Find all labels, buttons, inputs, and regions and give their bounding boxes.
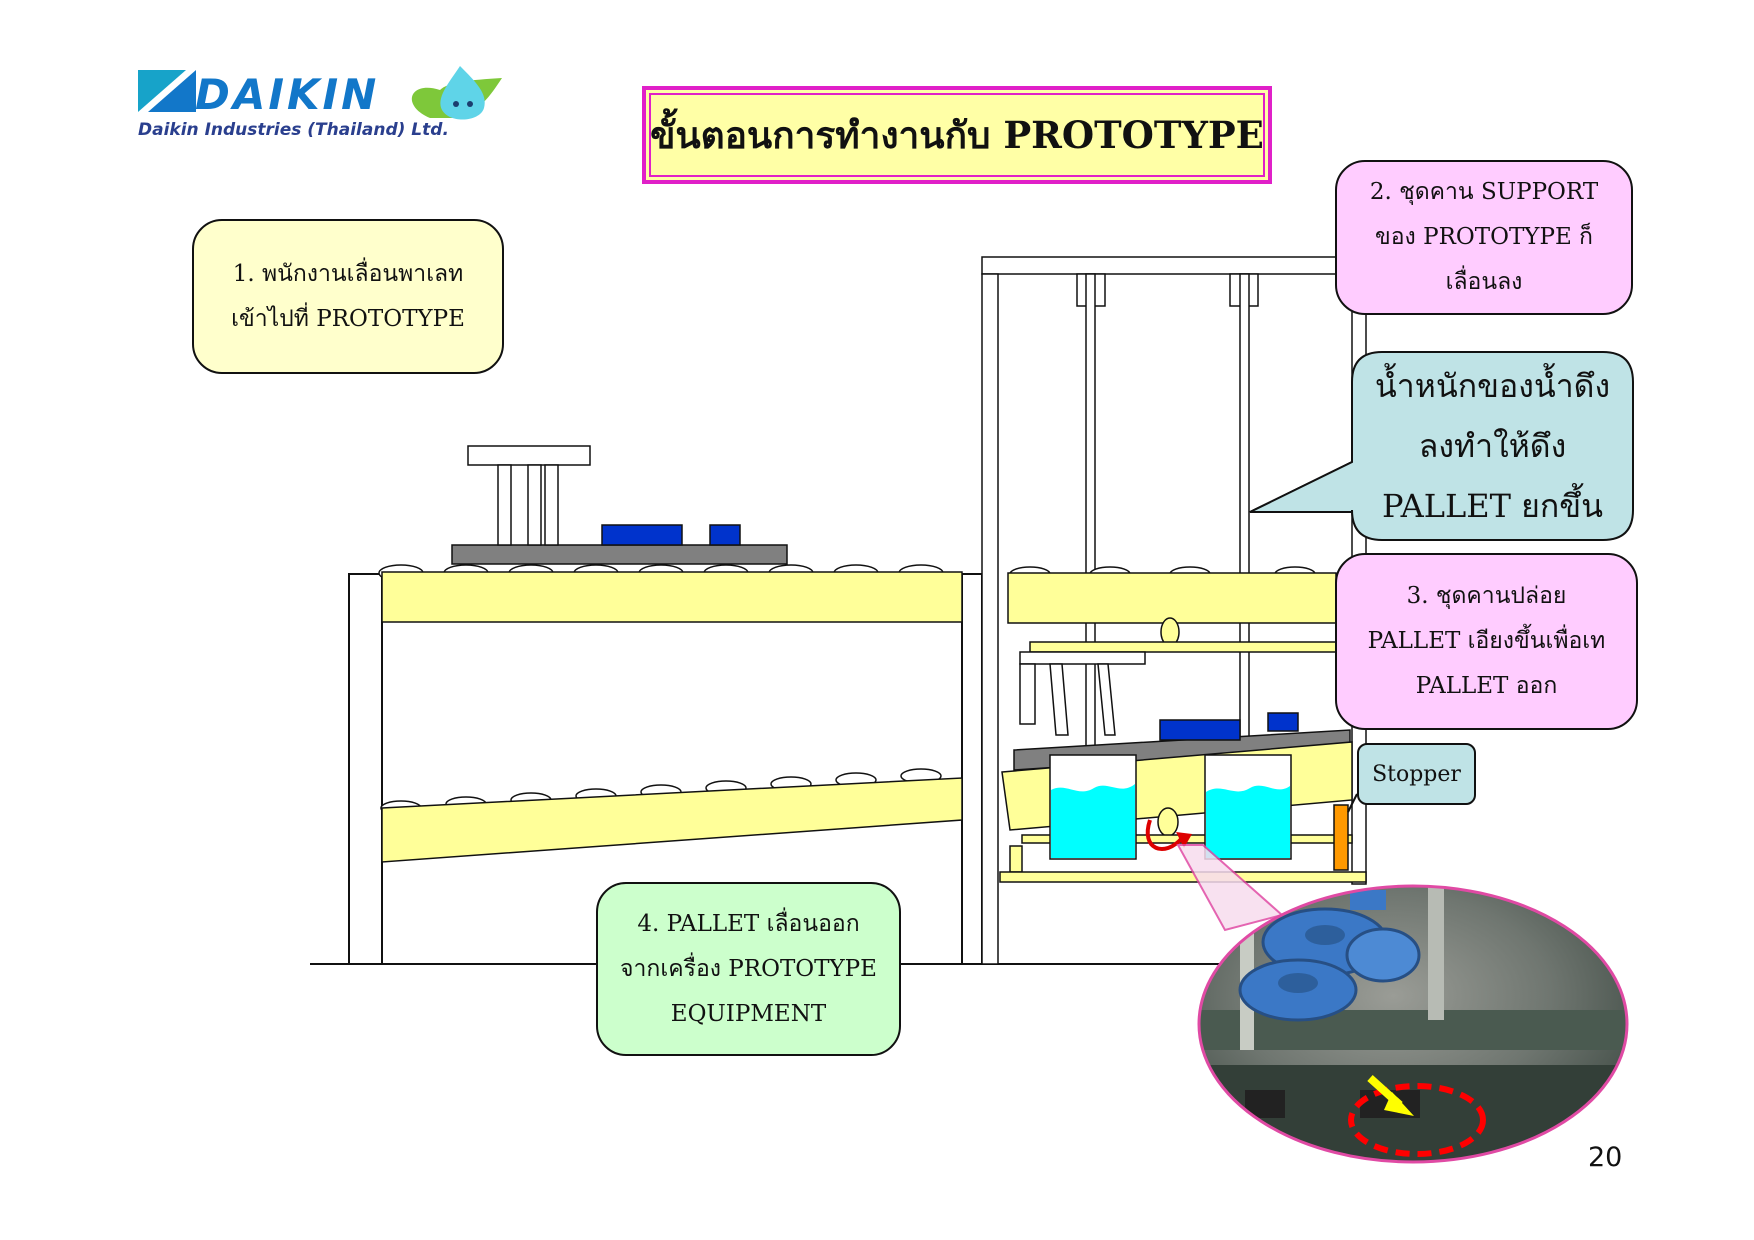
water-drop-mascot-icon bbox=[411, 66, 502, 120]
pallet-with-prototype bbox=[451, 445, 788, 565]
water-tank-left bbox=[1049, 754, 1137, 860]
daikin-logo-icon bbox=[138, 70, 196, 112]
water-tank-right bbox=[1204, 754, 1292, 860]
upper-conveyor-bed bbox=[381, 571, 963, 623]
step-4-callout: 4. PALLET เลื่อนออก จากเครื่อง PROTOTYPE… bbox=[596, 882, 901, 1056]
left-conveyor bbox=[348, 564, 983, 965]
step-3-callout: 3. ชุดคานปล่อย PALLET เอียงขึ้นเพื่อเท P… bbox=[1335, 553, 1638, 730]
page-title: ขั้นตอนการทำงานกับ PROTOTYPE bbox=[642, 86, 1272, 184]
highlight-circle bbox=[1348, 1083, 1486, 1157]
inset-photo bbox=[1197, 884, 1629, 1164]
company-name: Daikin Industries (Thailand) Ltd. bbox=[138, 120, 449, 140]
page-number: 20 bbox=[1588, 1142, 1623, 1173]
weight-callout-shape bbox=[1249, 351, 1634, 541]
yellow-pointer-arrow-icon bbox=[1367, 1075, 1414, 1116]
weight-callout: น้ำหนักของน้ำดึง ลงทำให้ดึง PALLET ยกขึ้… bbox=[1374, 367, 1611, 525]
stopper-block bbox=[1333, 804, 1349, 871]
stopper-label: Stopper bbox=[1357, 743, 1476, 805]
step-1-callout: 1. พนักงานเลื่อนพาเลท เข้าไปที่ PROTOTYP… bbox=[192, 219, 504, 374]
rotation-arrow-icon bbox=[1145, 819, 1184, 851]
stopper-pointer bbox=[1347, 793, 1358, 813]
step-2-callout: 2. ชุดคาน SUPPORT ของ PROTOTYPE ก็ เลื่อ… bbox=[1335, 160, 1633, 315]
prototype-machine bbox=[981, 256, 1367, 965]
brand-name: DAIKIN bbox=[195, 70, 380, 119]
lower-conveyor-bed bbox=[381, 777, 963, 863]
